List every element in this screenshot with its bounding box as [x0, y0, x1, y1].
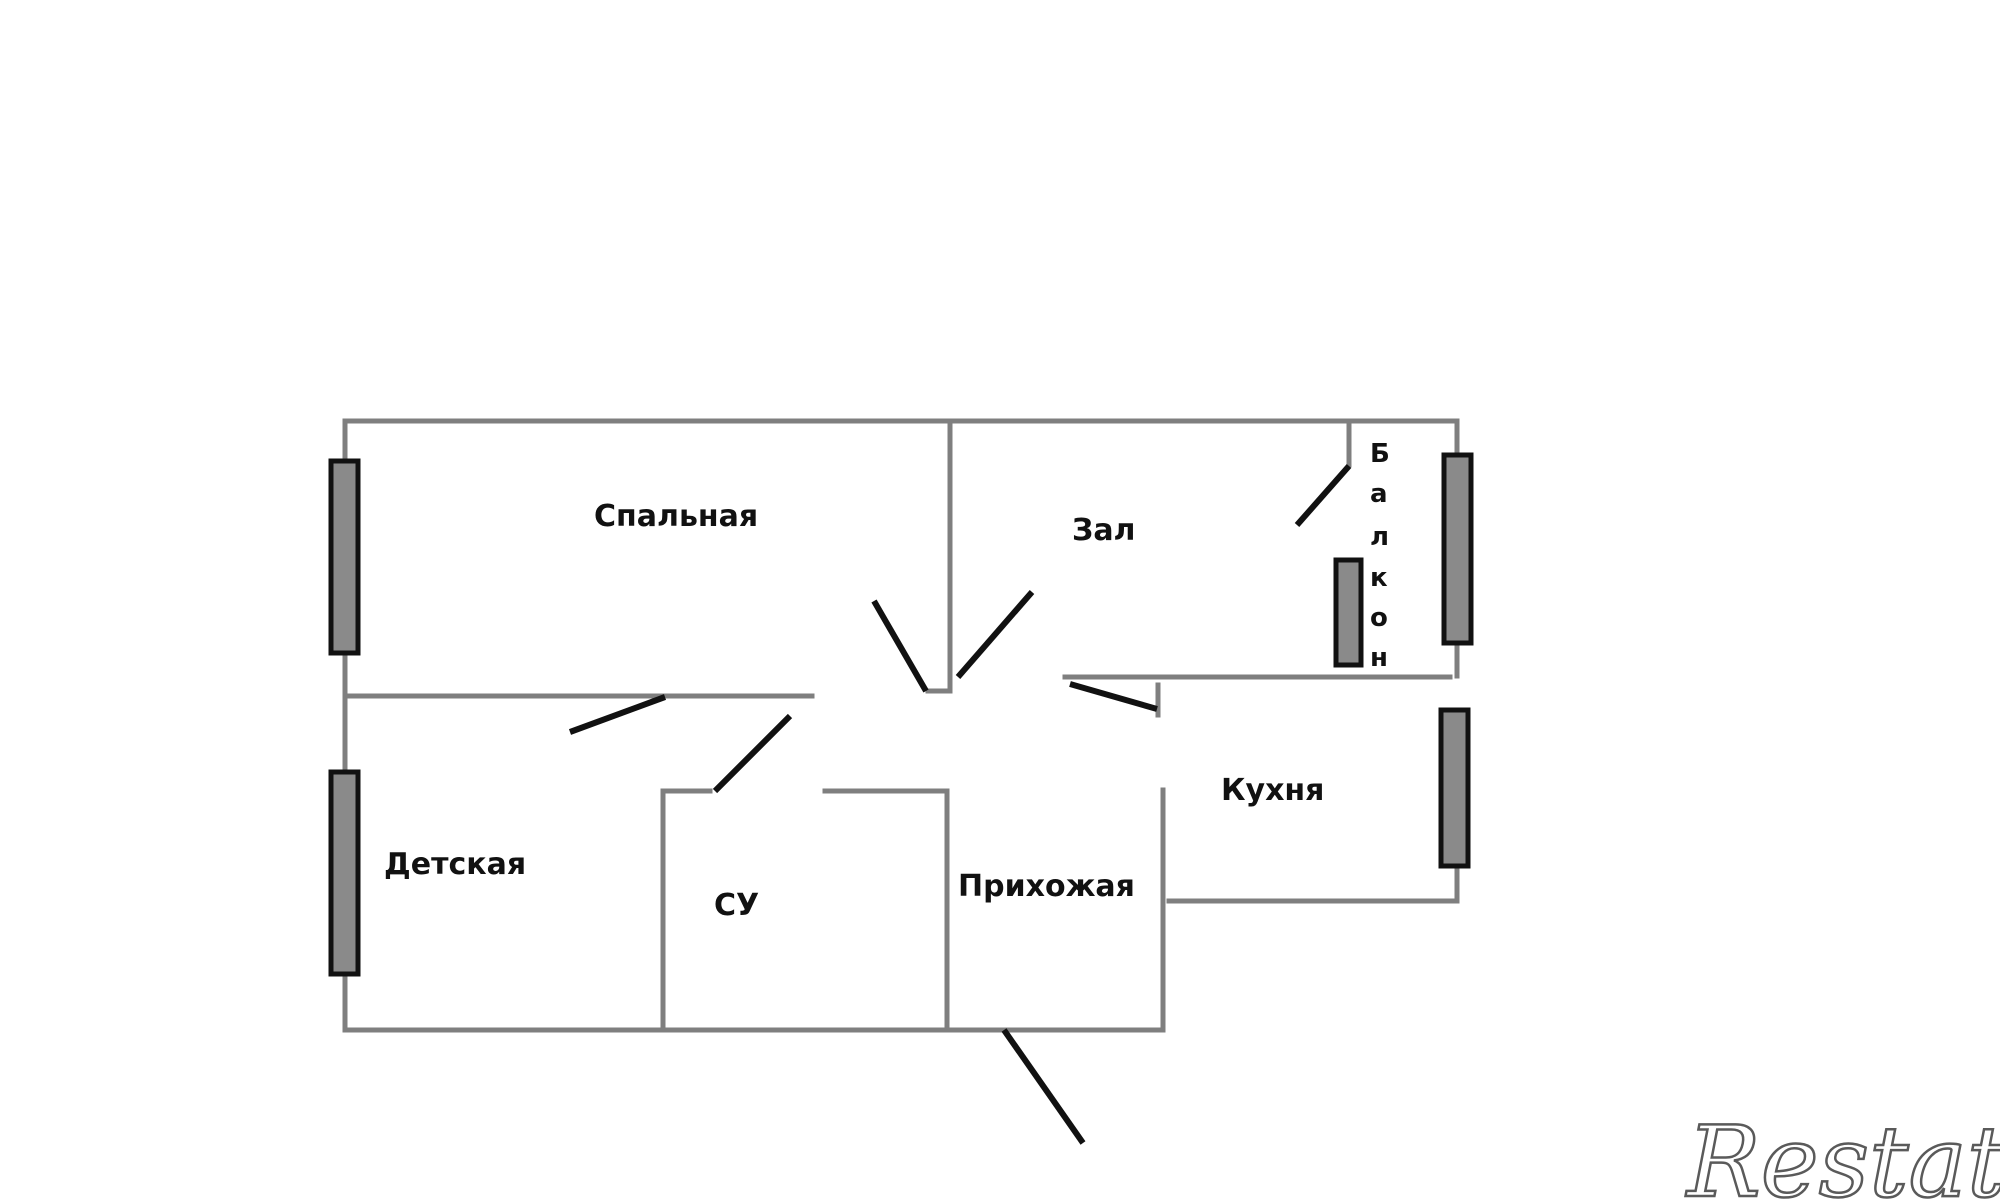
door-kitchen	[1069, 681, 1158, 712]
window-living	[1441, 452, 1474, 646]
windows	[328, 452, 1474, 977]
window-kitchen	[1438, 707, 1471, 869]
door-bathroom	[712, 713, 793, 794]
label-kids: Детская	[384, 847, 526, 882]
door-living	[955, 590, 1035, 679]
door-entrance	[1001, 1028, 1086, 1145]
room-labels: Спальная Зал Детская СУ Прихожая Кухня	[384, 499, 1324, 923]
label-balcony: Б а л к о н	[1370, 439, 1390, 673]
label-bathroom: СУ	[714, 888, 759, 923]
label-bedroom: Спальная	[594, 499, 758, 534]
balcony-letter: а	[1370, 479, 1388, 509]
doors	[568, 464, 1352, 1145]
window-bedroom	[328, 458, 361, 656]
door-balcony	[1294, 464, 1352, 527]
door-bedroom	[871, 599, 929, 693]
window-balcony	[1333, 557, 1364, 668]
balcony-letter: о	[1370, 603, 1388, 633]
watermark-logo: Restate	[1685, 1106, 2000, 1203]
balcony-letter: н	[1370, 643, 1388, 673]
label-living: Зал	[1072, 513, 1136, 548]
door-kids	[568, 694, 667, 735]
window-kids	[328, 769, 361, 977]
balcony-letter: к	[1370, 563, 1388, 593]
balcony-letter: Б	[1370, 439, 1390, 469]
label-kitchen: Кухня	[1221, 773, 1324, 808]
walls	[342, 418, 1460, 1033]
balcony-letter: л	[1370, 522, 1389, 552]
label-hallway: Прихожая	[958, 869, 1135, 904]
